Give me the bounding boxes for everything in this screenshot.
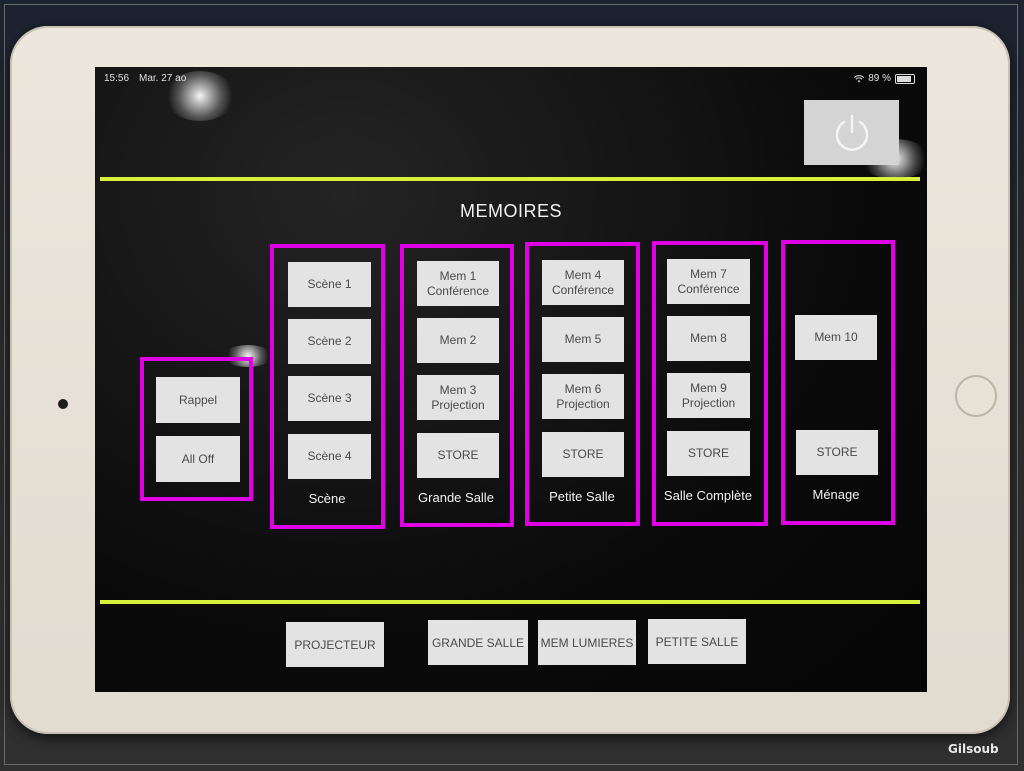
mem-6-button[interactable]: Mem 6 Projection: [542, 374, 624, 419]
rappel-group: [140, 357, 253, 501]
nav-projecteur-button[interactable]: PROJECTEUR: [286, 622, 384, 667]
top-divider: [100, 177, 920, 181]
salle-complete-group-label: Salle Complète: [663, 488, 753, 503]
nav-grande-salle-button[interactable]: GRANDE SALLE: [428, 620, 528, 665]
bottom-divider: [100, 600, 920, 604]
battery-icon: [895, 73, 915, 84]
menage-group: [781, 240, 895, 525]
photo-border: [4, 4, 1018, 765]
rappel-button[interactable]: Rappel: [156, 377, 240, 423]
scene-3-button[interactable]: Scène 3: [288, 376, 371, 421]
mem-8-button[interactable]: Mem 8: [667, 316, 750, 361]
petite-salle-group-label: Petite Salle: [549, 489, 615, 504]
salle-complete-group: [652, 241, 768, 526]
light-reflection: [223, 345, 273, 367]
page-title: MEMOIRES: [459, 201, 562, 221]
menage-store-button[interactable]: STORE: [796, 430, 878, 475]
mem-3-button[interactable]: Mem 3 Projection: [417, 375, 499, 420]
petite-salle-store-button[interactable]: STORE: [542, 432, 624, 477]
grande-salle-store-button[interactable]: STORE: [417, 433, 499, 478]
grande-salle-group: [400, 244, 514, 527]
all-off-button[interactable]: All Off: [156, 436, 240, 482]
light-reflection: [165, 71, 235, 121]
status-right: 89 %: [854, 73, 915, 84]
petite-salle-group: [525, 242, 640, 526]
power-icon: [835, 114, 868, 151]
salle-complete-store-button[interactable]: STORE: [667, 431, 750, 476]
scene-2-button[interactable]: Scène 2: [288, 319, 371, 364]
status-time: 15:56: [104, 73, 130, 84]
mem-4-button[interactable]: Mem 4 Conférence: [542, 260, 624, 305]
scene-4-button[interactable]: Scène 4: [288, 434, 371, 479]
scene-1-button[interactable]: Scène 1: [288, 262, 371, 307]
mem-9-button[interactable]: Mem 9 Projection: [667, 373, 750, 418]
status-date: Mar. 27 ao: [139, 73, 187, 84]
home-button[interactable]: [955, 375, 997, 417]
status-bar: 15:56 Mar. 27 ao 89 %: [95, 71, 927, 87]
power-button[interactable]: [804, 100, 899, 165]
mem-7-button[interactable]: Mem 7 Conférence: [667, 259, 750, 304]
mem-2-button[interactable]: Mem 2: [417, 318, 499, 363]
grande-salle-group-label: Grande Salle: [418, 490, 494, 505]
scene-group-label: Scène: [308, 491, 346, 506]
nav-mem-lumieres-button[interactable]: MEM LUMIERES: [538, 620, 636, 665]
photo-watermark: Gilsoub: [948, 742, 999, 756]
wifi-icon: [854, 74, 865, 82]
mem-10-button[interactable]: Mem 10: [795, 315, 877, 360]
battery-percent: 89 %: [868, 73, 891, 84]
front-camera: [58, 399, 68, 409]
menage-group-label: Ménage: [812, 487, 860, 502]
scene-group: [270, 244, 385, 529]
touch-panel-screen: 15:56 Mar. 27 ao 89 % MEMOIRES Rappel Al…: [95, 67, 927, 692]
mem-1-button[interactable]: Mem 1 Conférence: [417, 261, 499, 306]
mem-5-button[interactable]: Mem 5: [542, 317, 624, 362]
nav-petite-salle-button[interactable]: PETITE SALLE: [648, 619, 746, 664]
